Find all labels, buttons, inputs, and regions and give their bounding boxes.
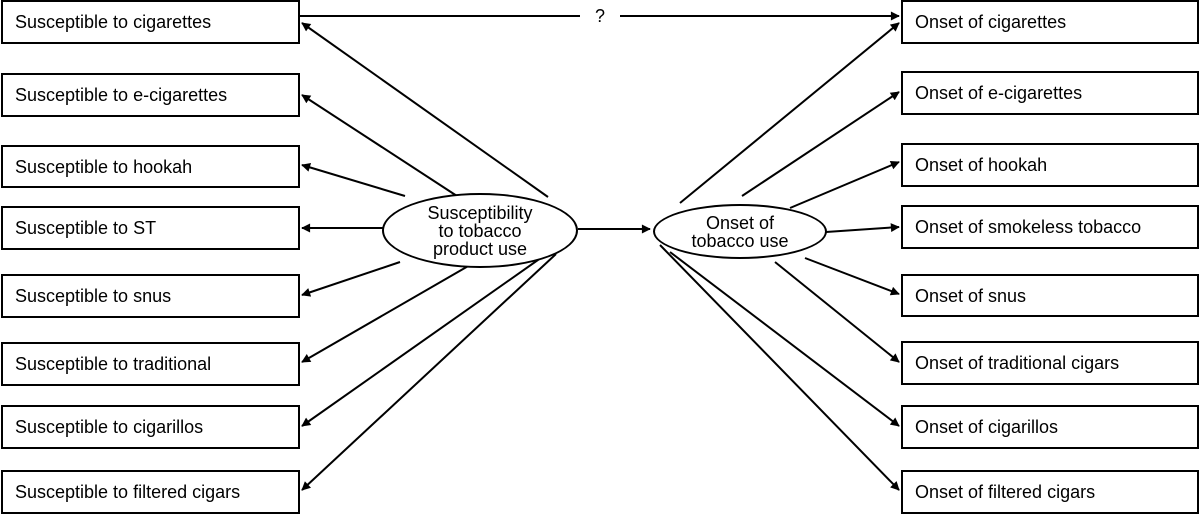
left-loading-arrow-1 [301, 22, 549, 198]
onset-snus-box: Onset of snus [901, 274, 1199, 317]
left-loading-arrow-5 [301, 261, 401, 297]
right-loading-arrow-4 [825, 223, 900, 233]
question-mark-label: ? [580, 6, 620, 27]
left-loading-arrow-6 [301, 264, 471, 363]
susceptible-traditional-box: Susceptible to traditional [1, 342, 300, 386]
left-loading-arrow-8 [301, 253, 557, 491]
left-loading-arrow-2 [301, 94, 458, 197]
right-loading-arrow-5 [804, 257, 900, 296]
onset-e-cigarettes-box: Onset of e-cigarettes [901, 71, 1199, 115]
susceptibility-latent-label: Susceptibility to tobacco product use [427, 202, 533, 259]
susceptible-st-box: Susceptible to ST [1, 206, 300, 250]
right-loading-arrow-2 [741, 91, 900, 197]
right-loading-arrow-1 [679, 22, 900, 204]
right-loading-arrow-7 [669, 251, 900, 427]
right-loading-arrow-3 [789, 161, 900, 209]
onset-hookah-box: Onset of hookah [901, 143, 1199, 187]
onset-traditional-cigars-box: Onset of traditional cigars [901, 341, 1199, 385]
onset-cigarillos-box: Onset of cigarillos [901, 405, 1199, 449]
right-loading-arrow-8 [659, 244, 900, 491]
susceptible-hookah-box: Susceptible to hookah [1, 145, 300, 188]
onset-smokeless-tobacco-box: Onset of smokeless tobacco [901, 205, 1199, 249]
left-loading-arrow-3 [301, 163, 406, 197]
right-loading-arrow-6 [774, 261, 900, 363]
onset-latent-label: Onset of tobacco use [691, 212, 789, 251]
susceptible-snus-box: Susceptible to snus [1, 274, 300, 318]
susceptible-cigarillos-box: Susceptible to cigarillos [1, 405, 300, 449]
onset-latent-ellipse: Onset of tobacco use [653, 204, 827, 259]
susceptible-filtered-cigars-box: Susceptible to filtered cigars [1, 470, 300, 514]
onset-filtered-cigars-box: Onset of filtered cigars [901, 470, 1199, 514]
susceptible-cigarettes-box: Susceptible to cigarettes [1, 0, 300, 44]
susceptibility-latent-ellipse: Susceptibility to tobacco product use [382, 193, 578, 268]
susceptible-e-cigarettes-box: Susceptible to e-cigarettes [1, 73, 300, 117]
onset-cigarettes-box: Onset of cigarettes [901, 0, 1199, 44]
left-loading-arrow-7 [301, 254, 546, 427]
